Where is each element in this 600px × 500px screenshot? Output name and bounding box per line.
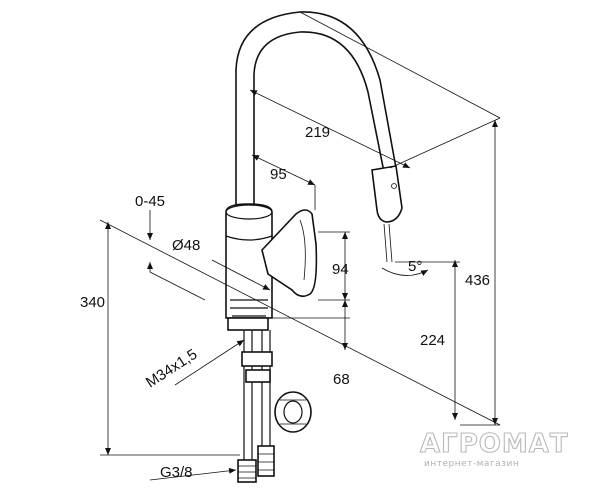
dim-label-base-height: 68 [333, 371, 350, 388]
dim-label-below-counter: 340 [80, 294, 105, 311]
dim-label-swivel-angle: 0-45 [135, 193, 165, 210]
faucet-outline [225, 11, 403, 483]
dim-label-reach: 219 [305, 124, 330, 141]
watermark-tagline: интернет-магазин [424, 459, 519, 469]
dim-label-spray-angle: 5° [408, 258, 422, 275]
dim-label-lever-height: 94 [332, 261, 349, 278]
dim-label-lever-offset: 95 [270, 166, 287, 183]
dimension-lines [99, 11, 501, 481]
dim-label-spout-height: 224 [420, 332, 445, 349]
dim-label-total-height: 436 [465, 272, 490, 289]
dim-label-diameter: Ø48 [172, 237, 200, 254]
dim-label-hose-thread: G3/8 [160, 464, 193, 481]
watermark-brand: АГРОМАТ [420, 429, 569, 459]
watermark: АГРОМАТ интернет-магазин [419, 428, 569, 469]
dim-label-thread: M34x1,5 [143, 346, 201, 392]
